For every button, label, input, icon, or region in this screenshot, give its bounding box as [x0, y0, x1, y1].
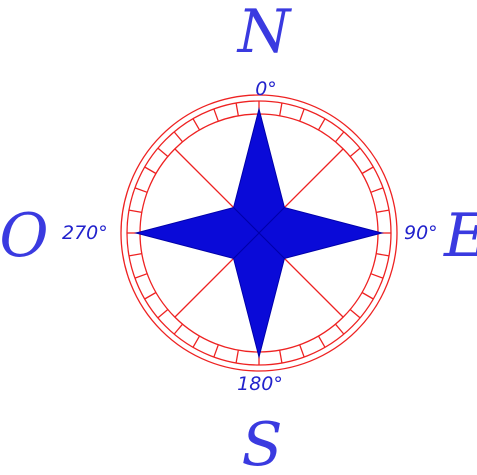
ring-tick [319, 119, 326, 130]
cardinal-south: S [241, 410, 282, 475]
ring-tick [335, 132, 343, 142]
ring-tick [193, 336, 200, 347]
star-point-south [234, 233, 285, 357]
ring-tick [174, 324, 182, 334]
ring-tick [174, 132, 182, 142]
ring-tick [129, 210, 142, 212]
ring-tick [280, 350, 282, 363]
cardinal-east: E [443, 201, 477, 271]
ring-tick [145, 167, 156, 174]
star-point-west [136, 208, 259, 259]
ring-tick [376, 254, 389, 256]
ring-tick [376, 210, 389, 212]
ring-tick [129, 254, 142, 256]
degree-label-east: 90° [404, 222, 438, 244]
ring-tick [280, 103, 282, 116]
ring-tick [371, 274, 383, 278]
ring-tick [236, 350, 238, 363]
ring-tick [350, 148, 360, 156]
ring-tick [193, 119, 200, 130]
compass-star [136, 109, 382, 357]
ring-tick [319, 336, 326, 347]
ring-tick [236, 103, 238, 116]
ring-tick [158, 309, 168, 317]
degree-label-north: 0° [255, 78, 277, 100]
degree-label-west: 270° [62, 222, 108, 244]
ring-tick [214, 109, 218, 121]
ring-tick [335, 324, 343, 334]
cardinal-north: N [236, 0, 293, 67]
ring-tick [371, 188, 383, 192]
star-point-north [234, 109, 285, 233]
ring-tick [350, 309, 360, 317]
cardinal-west: O [0, 201, 49, 271]
ring-tick [362, 167, 373, 174]
ring-tick [135, 274, 147, 278]
ring-tick [158, 148, 168, 156]
ring-tick [214, 345, 218, 357]
ring-tick [135, 188, 147, 192]
ring-tick [145, 293, 156, 300]
ring-tick [362, 293, 373, 300]
ring-tick [300, 109, 304, 121]
degree-label-south: 180° [237, 373, 283, 395]
ring-tick [300, 345, 304, 357]
